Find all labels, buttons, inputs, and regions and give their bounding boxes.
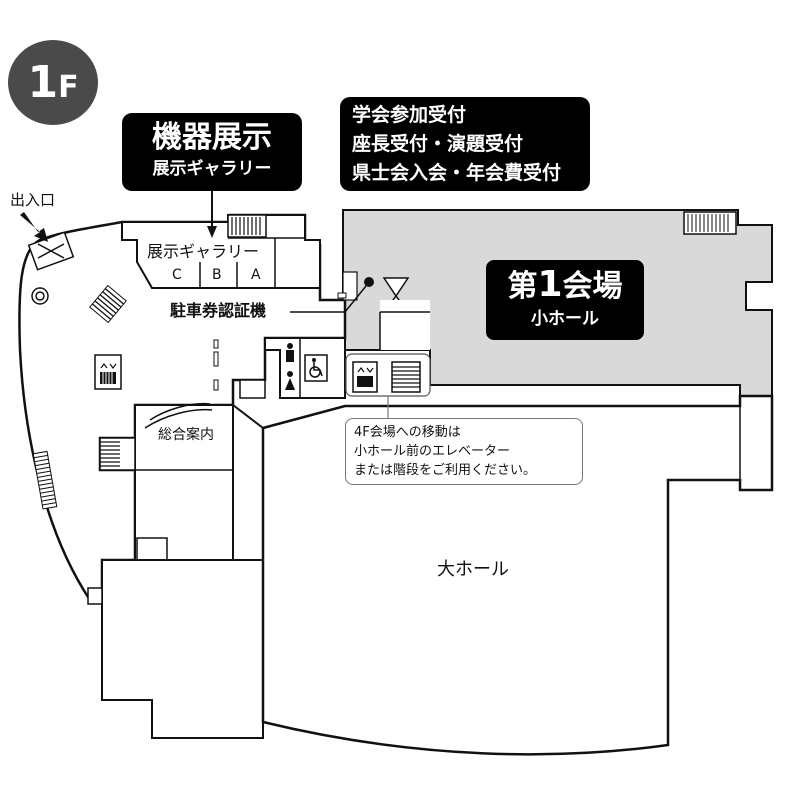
restroom-male-icon — [286, 343, 294, 362]
hall1-title-prefix: 第 — [507, 269, 538, 304]
stairs-icon-top-right — [683, 211, 737, 235]
reception-box: 学会参加受付 座長受付・演題受付 県士会入会・年会費受付 — [340, 97, 590, 191]
exhibit-box: 機器展示 展示ギャラリー — [122, 113, 302, 191]
hall1-title-suffix: 会場 — [562, 269, 623, 304]
hall1-box: 第1会場 小ホール — [486, 260, 644, 340]
elevator-icon-hall — [352, 361, 378, 393]
elevator-callout: 4F会場への移動は 小ホール前のエレベーター または階段をご利用ください。 — [345, 418, 583, 485]
callout-line-2: 小ホール前のエレベーター — [354, 444, 511, 459]
callout-line-1: 4F会場への移動は — [354, 425, 461, 440]
room-c-label: C — [172, 267, 182, 283]
door-icon — [27, 231, 75, 271]
escalator-icon — [89, 284, 127, 324]
floor-number: 1 — [27, 57, 59, 108]
entrance-label: 出入口 — [10, 191, 56, 209]
restroom-female-icon — [285, 371, 295, 390]
wheelchair-icon — [304, 354, 328, 382]
exhibit-title: 機器展示 — [152, 120, 272, 155]
callout-line-3: または階段をご利用ください。 — [354, 463, 537, 478]
parking-machine-icon — [364, 277, 374, 287]
entrance-arrow-icon — [20, 212, 48, 242]
floor-letter: F — [58, 70, 79, 105]
exhibit-subtitle: 展示ギャラリー — [152, 159, 272, 179]
elevator-icon — [94, 354, 122, 390]
curved-stairs-icon — [32, 450, 58, 510]
hall1-title: 第1会場 — [486, 267, 644, 304]
room-a-label: A — [251, 267, 261, 283]
info-desk-label: 総合案内 — [158, 427, 214, 443]
big-hall-outline — [261, 394, 774, 756]
reception-line-1: 学会参加受付 — [352, 104, 467, 126]
stairs-icon-info — [99, 437, 136, 471]
stairs-icon — [227, 214, 267, 238]
reception-line-3: 県士会入会・年会費受付 — [352, 162, 562, 184]
room-b-label: B — [212, 267, 222, 283]
reception-line-2: 座長受付・演題受付 — [352, 133, 524, 155]
parking-label: 駐車券認証機 — [170, 301, 267, 320]
gallery-label: 展示ギャラリー — [147, 242, 260, 261]
hall1-title-num: 1 — [537, 264, 563, 305]
big-hall-label: 大ホール — [437, 559, 509, 580]
hall1-subtitle: 小ホール — [531, 309, 599, 329]
stairs-icon-hall — [391, 361, 421, 393]
lower-left-block — [101, 559, 264, 739]
